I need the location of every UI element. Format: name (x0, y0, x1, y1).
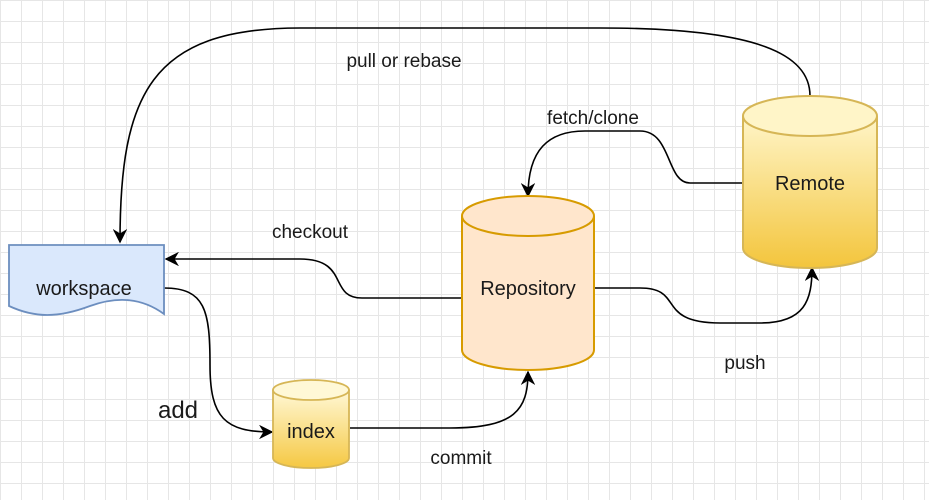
index-node: index (272, 379, 350, 469)
repository-label: Repository (480, 278, 576, 300)
remote-label: Remote (775, 173, 845, 195)
remote-node: Remote (742, 95, 878, 269)
workspace-node: workspace (8, 244, 165, 316)
push-label: push (724, 353, 765, 374)
workspace-label: workspace (35, 278, 132, 300)
push-arrow (594, 266, 820, 324)
commit-label: commit (430, 448, 492, 469)
pull-label: pull or rebase (346, 51, 461, 72)
fetch-arrow (520, 130, 743, 198)
checkout-label: checkout (272, 222, 349, 243)
fetch-label: fetch/clone (547, 108, 639, 129)
pull-arrow (112, 27, 811, 244)
checkout-arrow (164, 251, 462, 299)
add-label: add (158, 397, 198, 424)
index-label: index (287, 421, 335, 443)
commit-arrow (350, 370, 536, 429)
add-arrow (163, 287, 274, 440)
repository-node: Repository (461, 195, 595, 371)
